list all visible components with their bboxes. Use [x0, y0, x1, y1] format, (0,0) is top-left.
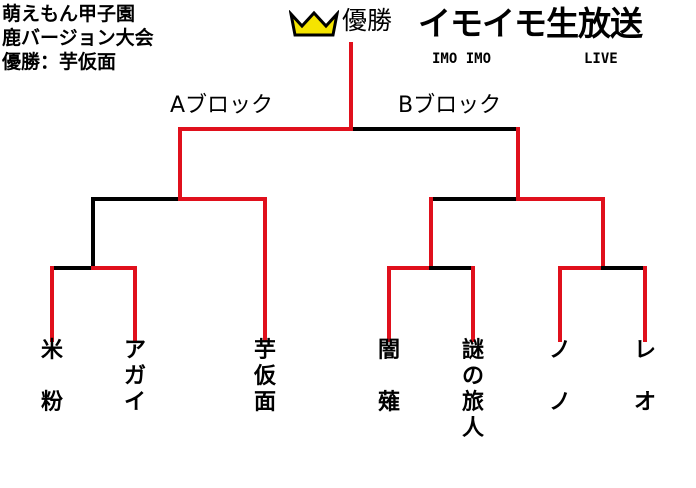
player-name-char: 面	[253, 390, 276, 415]
player-name-char: 芋	[253, 338, 276, 363]
crown-icon	[289, 10, 339, 37]
player-name: 謎の旅人	[455, 338, 491, 442]
player-name-char: レ	[633, 338, 656, 363]
player-name-char	[385, 364, 393, 390]
b-block-label: Bブロック	[398, 93, 502, 118]
player-name-char: 仮	[253, 364, 276, 389]
tournament-title: 萌えもん甲子園 鹿バージョン大会 優勝：芋仮面	[2, 2, 154, 74]
title-line-2: 鹿バージョン大会	[2, 27, 154, 49]
player-name-char: ガ	[123, 364, 146, 389]
logo-sub-left: IMO IMO	[432, 51, 492, 67]
player-name-char: 人	[461, 416, 484, 441]
player-name-char: 米	[40, 338, 63, 363]
player-name-char: ノ	[548, 390, 571, 415]
player-name: ノ ノ	[542, 338, 578, 416]
player-name-char: オ	[633, 390, 656, 415]
player-name-char: 闇	[377, 338, 400, 363]
champion-label: 優勝	[342, 6, 393, 35]
logo-sub-right: LIVE	[584, 51, 618, 67]
player-name-char: 謎	[461, 338, 484, 363]
a-block-label: Aブロック	[170, 93, 274, 118]
player-name-char: イ	[123, 390, 146, 415]
imoimo-live-logo: イモイモ生放送 IMO IMO LIVE	[418, 4, 694, 76]
logo-main-text: イモイモ生放送	[418, 4, 643, 43]
player-name: 闇 薙	[371, 338, 407, 416]
player-name-char: 粉	[40, 390, 63, 415]
player-name-char: 薙	[377, 390, 400, 415]
player-name-char	[641, 364, 649, 390]
player-name-char	[556, 364, 564, 390]
player-name: レ オ	[627, 338, 663, 416]
player-name-char: の	[461, 364, 484, 389]
player-name: 芋仮面	[247, 338, 283, 416]
player-name-char: ノ	[548, 338, 571, 363]
bracket-lines	[50, 42, 647, 342]
title-line-1: 萌えもん甲子園	[2, 3, 136, 25]
player-name: アガイ	[117, 338, 153, 416]
title-line-3: 優勝：芋仮面	[2, 51, 117, 73]
player-name: 米 粉	[34, 338, 70, 416]
player-name-char: ア	[123, 338, 146, 363]
player-name-char: 旅	[461, 390, 484, 415]
player-name-char	[48, 364, 56, 390]
